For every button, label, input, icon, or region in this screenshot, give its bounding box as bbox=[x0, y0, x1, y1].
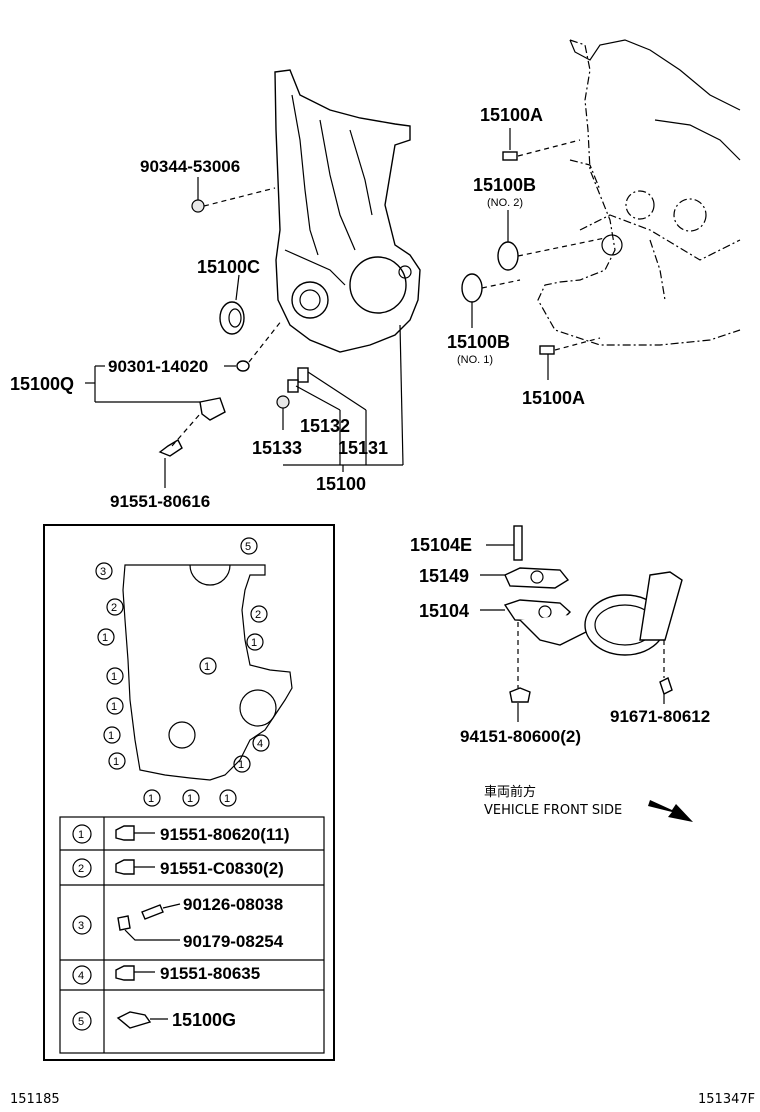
marker-1: 1 bbox=[111, 701, 117, 713]
legend-marker-2: 2 bbox=[78, 863, 84, 875]
marker-1: 1 bbox=[113, 756, 119, 768]
oring-15100B-no2 bbox=[497, 241, 519, 271]
label-90301-14020: 90301-14020 bbox=[108, 357, 208, 376]
marker-1: 1 bbox=[238, 759, 244, 771]
legend-row4-part: 91551-80635 bbox=[160, 964, 260, 983]
label-15100B-no2: (NO. 2) bbox=[487, 197, 523, 209]
timing-cover-drawing bbox=[274, 69, 421, 353]
label-15104E: 15104E bbox=[410, 535, 472, 555]
sensor-15100Q bbox=[199, 397, 226, 421]
label-94151-80600: 94151-80600(2) bbox=[460, 727, 581, 746]
vehicle-front-arrow-icon bbox=[648, 800, 693, 822]
label-15131: 15131 bbox=[338, 438, 388, 458]
bolt-91551-80616 bbox=[158, 439, 183, 457]
marker-2: 2 bbox=[111, 602, 117, 614]
marker-1: 1 bbox=[204, 661, 210, 673]
label-15100B-top: 15100B bbox=[473, 175, 536, 195]
marker-1: 1 bbox=[148, 793, 154, 805]
legend-table: 1 2 3 4 5 91551-80620(11) 91551-C0830(2)… bbox=[59, 816, 325, 1054]
pin-15100A-bottom bbox=[539, 345, 555, 355]
marker-1: 1 bbox=[187, 793, 193, 805]
plug-15131 bbox=[297, 367, 309, 383]
oring-15100B-no1 bbox=[461, 273, 483, 303]
marker-1: 1 bbox=[108, 730, 114, 742]
legend-row5-part: 15100G bbox=[172, 1010, 236, 1030]
legend-marker-3: 3 bbox=[78, 920, 84, 932]
label-vehicle-front-side: VEHICLE FRONT SIDE bbox=[484, 803, 622, 818]
marker-2: 2 bbox=[255, 609, 261, 621]
plug-15132 bbox=[287, 379, 299, 393]
legend-row3b-part: 90179-08254 bbox=[183, 932, 284, 951]
label-15133: 15133 bbox=[252, 438, 302, 458]
marker-5: 5 bbox=[245, 541, 251, 553]
inset-markers: 3 5 2 2 1 1 1 1 1 1 4 1 1 1 1 1 bbox=[95, 537, 270, 807]
marker-3: 3 bbox=[100, 566, 106, 578]
label-15100Q: 15100Q bbox=[10, 374, 74, 394]
legend-row1-part: 91551-80620(11) bbox=[160, 825, 290, 844]
label-vehicle-front-jp: 車両前方 bbox=[484, 784, 536, 800]
code-left: 151185 bbox=[10, 1092, 60, 1107]
label-15100: 15100 bbox=[316, 474, 366, 494]
oring-90301 bbox=[236, 360, 250, 372]
seal-15100C bbox=[219, 301, 245, 335]
label-15104: 15104 bbox=[419, 601, 469, 621]
label-15100B-no1: (NO. 1) bbox=[457, 354, 493, 366]
label-15149: 15149 bbox=[419, 566, 469, 586]
label-15100A-top: 15100A bbox=[480, 105, 543, 125]
marker-4: 4 bbox=[257, 738, 263, 750]
label-90344-53006: 90344-53006 bbox=[140, 157, 240, 176]
marker-1: 1 bbox=[224, 793, 230, 805]
label-15100C: 15100C bbox=[197, 257, 260, 277]
marker-1: 1 bbox=[111, 671, 117, 683]
code-right: 151347F bbox=[698, 1092, 755, 1107]
legend-marker-5: 5 bbox=[78, 1016, 84, 1028]
oil-strainer-drawing bbox=[503, 525, 683, 703]
legend-row2-part: 91551-C0830(2) bbox=[160, 859, 284, 878]
nut-90344 bbox=[191, 199, 205, 213]
legend-row3a-part: 90126-08038 bbox=[183, 895, 283, 914]
label-15132: 15132 bbox=[300, 416, 350, 436]
legend-marker-1: 1 bbox=[78, 829, 84, 841]
label-91671-80612: 91671-80612 bbox=[610, 707, 710, 726]
marker-1: 1 bbox=[251, 637, 257, 649]
engine-block-drawing bbox=[537, 39, 741, 346]
washer-15133 bbox=[276, 395, 290, 409]
legend-marker-4: 4 bbox=[78, 970, 84, 982]
marker-1: 1 bbox=[102, 632, 108, 644]
label-15100A-bottom: 15100A bbox=[522, 388, 585, 408]
inset-box bbox=[43, 524, 335, 1061]
pin-15100A-top bbox=[502, 151, 518, 161]
label-15100B-bottom: 15100B bbox=[447, 332, 510, 352]
label-91551-80616: 91551-80616 bbox=[110, 492, 210, 511]
